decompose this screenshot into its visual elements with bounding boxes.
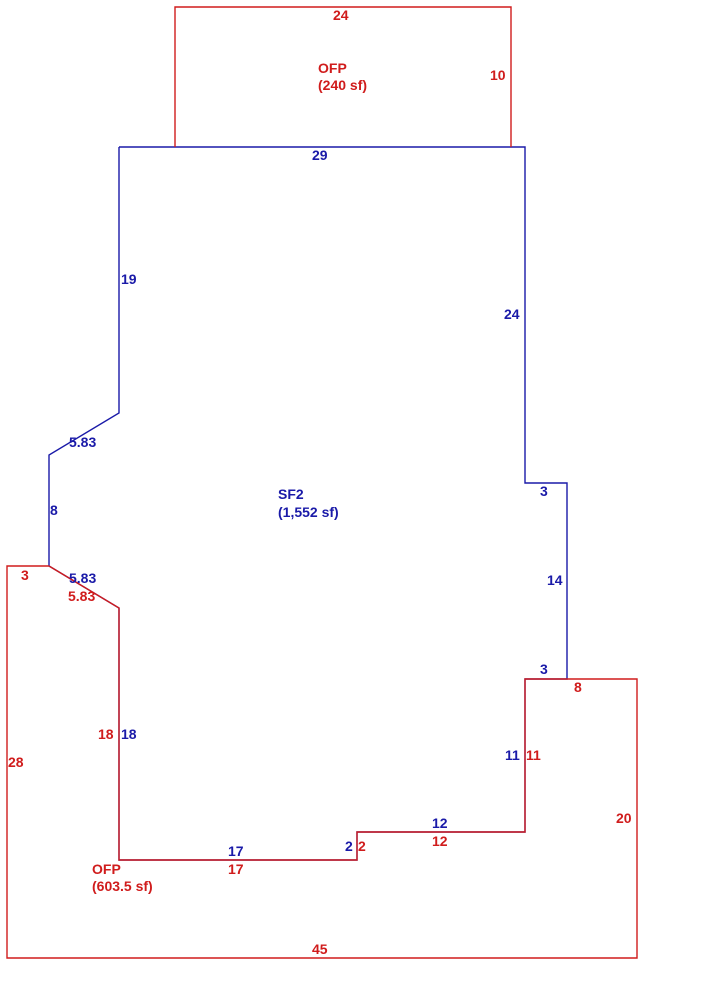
ofp-bottom-dim-left: 28	[8, 754, 24, 770]
ofp-top-area-label: (240 sf)	[318, 77, 367, 93]
sf2-dim-right-mid: 14	[547, 572, 563, 588]
ofp-bottom-dim-left-top: 3	[21, 567, 29, 583]
ofp-bottom-dim-inner-left: 18	[98, 726, 114, 742]
sf2-dim-right-lower: 11	[505, 747, 520, 763]
ofp-bottom-outline	[6, 565, 638, 959]
sf2-dim-diag-lower: 5.83	[69, 570, 96, 586]
sf2-dim-step: 2	[345, 838, 353, 854]
ofp-bottom-dim-inner-bottom-left: 17	[228, 861, 244, 877]
ofp-bottom-dim-inner-bottom-right: 12	[432, 833, 448, 849]
sf2-dim-left-upper: 19	[121, 271, 137, 287]
sf2-dim-left-lower: 18	[121, 726, 137, 742]
ofp-top-code-label: OFP	[318, 60, 347, 76]
ofp-bottom-dim-diag: 5.83	[68, 588, 95, 604]
sf2-dim-diag-upper: 5.83	[69, 434, 96, 450]
sf2-dim-jog-upper: 3	[540, 483, 548, 499]
ofp-bottom-dim-inner-step: 2	[358, 838, 366, 854]
sf2-dim-bottom-right: 12	[432, 815, 448, 831]
sf2-dim-right-upper: 24	[504, 306, 520, 322]
ofp-bottom-code-label: OFP	[92, 861, 121, 877]
ofp-bottom-dim-bottom: 45	[312, 941, 328, 957]
sf2-dim-top: 29	[312, 147, 328, 163]
ofp-bottom-dim-inner-right: 11	[526, 747, 541, 763]
sf2-dim-jog-lower: 3	[540, 661, 548, 677]
ofp-bottom-dim-top-right: 8	[574, 679, 582, 695]
sf2-dim-left-mid: 8	[50, 502, 58, 518]
ofp-top-outline	[174, 6, 512, 147]
sf2-code-label: SF2	[278, 486, 304, 502]
sf2-area-label: (1,552 sf)	[278, 504, 339, 520]
ofp-top-dim-right: 10	[490, 67, 506, 83]
ofp-bottom-area-label: (603.5 sf)	[92, 878, 153, 894]
ofp-top-dim-top: 24	[333, 7, 349, 23]
sf2-dim-bottom-left: 17	[228, 843, 244, 859]
ofp-bottom-dim-right: 20	[616, 810, 632, 826]
